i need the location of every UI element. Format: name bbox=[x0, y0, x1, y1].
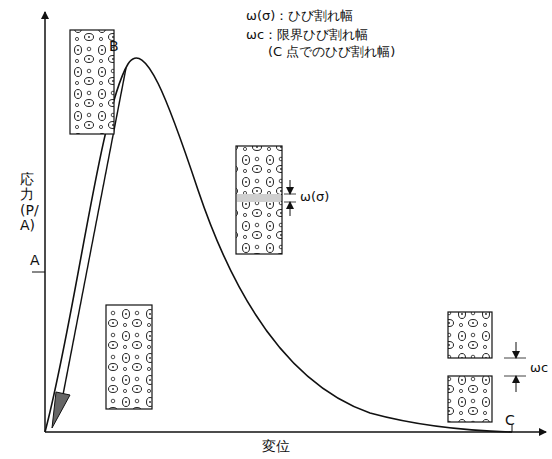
critical-dim-arrow bbox=[516, 342, 517, 358]
note-label: ω(σ)：ひび割れ幅 bbox=[246, 8, 353, 24]
specimen-unloaded bbox=[106, 305, 152, 409]
point-label: B bbox=[109, 38, 119, 55]
crack-dim-line bbox=[284, 202, 296, 203]
point-label: C bbox=[505, 412, 515, 429]
softening-curve bbox=[45, 58, 512, 432]
crack-width-label: ωc bbox=[530, 360, 548, 376]
crack-dim-arrow bbox=[290, 180, 291, 194]
crack-width-label: ω(σ) bbox=[300, 189, 329, 205]
point-label: A bbox=[30, 252, 40, 269]
critical-dim-line bbox=[504, 358, 526, 359]
axis-label: 応力 (P/A) bbox=[20, 172, 34, 234]
specimen-upper-half bbox=[448, 312, 492, 358]
critical-dim-line bbox=[504, 376, 526, 377]
note-label: ωc：限界ひび割れ幅 bbox=[246, 27, 368, 43]
specimen-lower-half bbox=[448, 376, 492, 422]
crack-zone bbox=[237, 194, 281, 202]
axis-label: 変位 bbox=[262, 438, 290, 455]
crack-dim-arrow bbox=[290, 202, 291, 216]
critical-dim-arrow bbox=[516, 376, 517, 392]
specimen-peak bbox=[70, 30, 114, 134]
x-axis bbox=[45, 431, 546, 433]
specimen-cracking bbox=[236, 146, 282, 254]
y-axis bbox=[44, 12, 46, 432]
crack-dim-line bbox=[284, 194, 296, 195]
a-tick bbox=[32, 272, 45, 273]
unloading-arrowhead bbox=[52, 392, 70, 428]
note-label: (C 点でのひび割れ幅) bbox=[268, 44, 395, 60]
